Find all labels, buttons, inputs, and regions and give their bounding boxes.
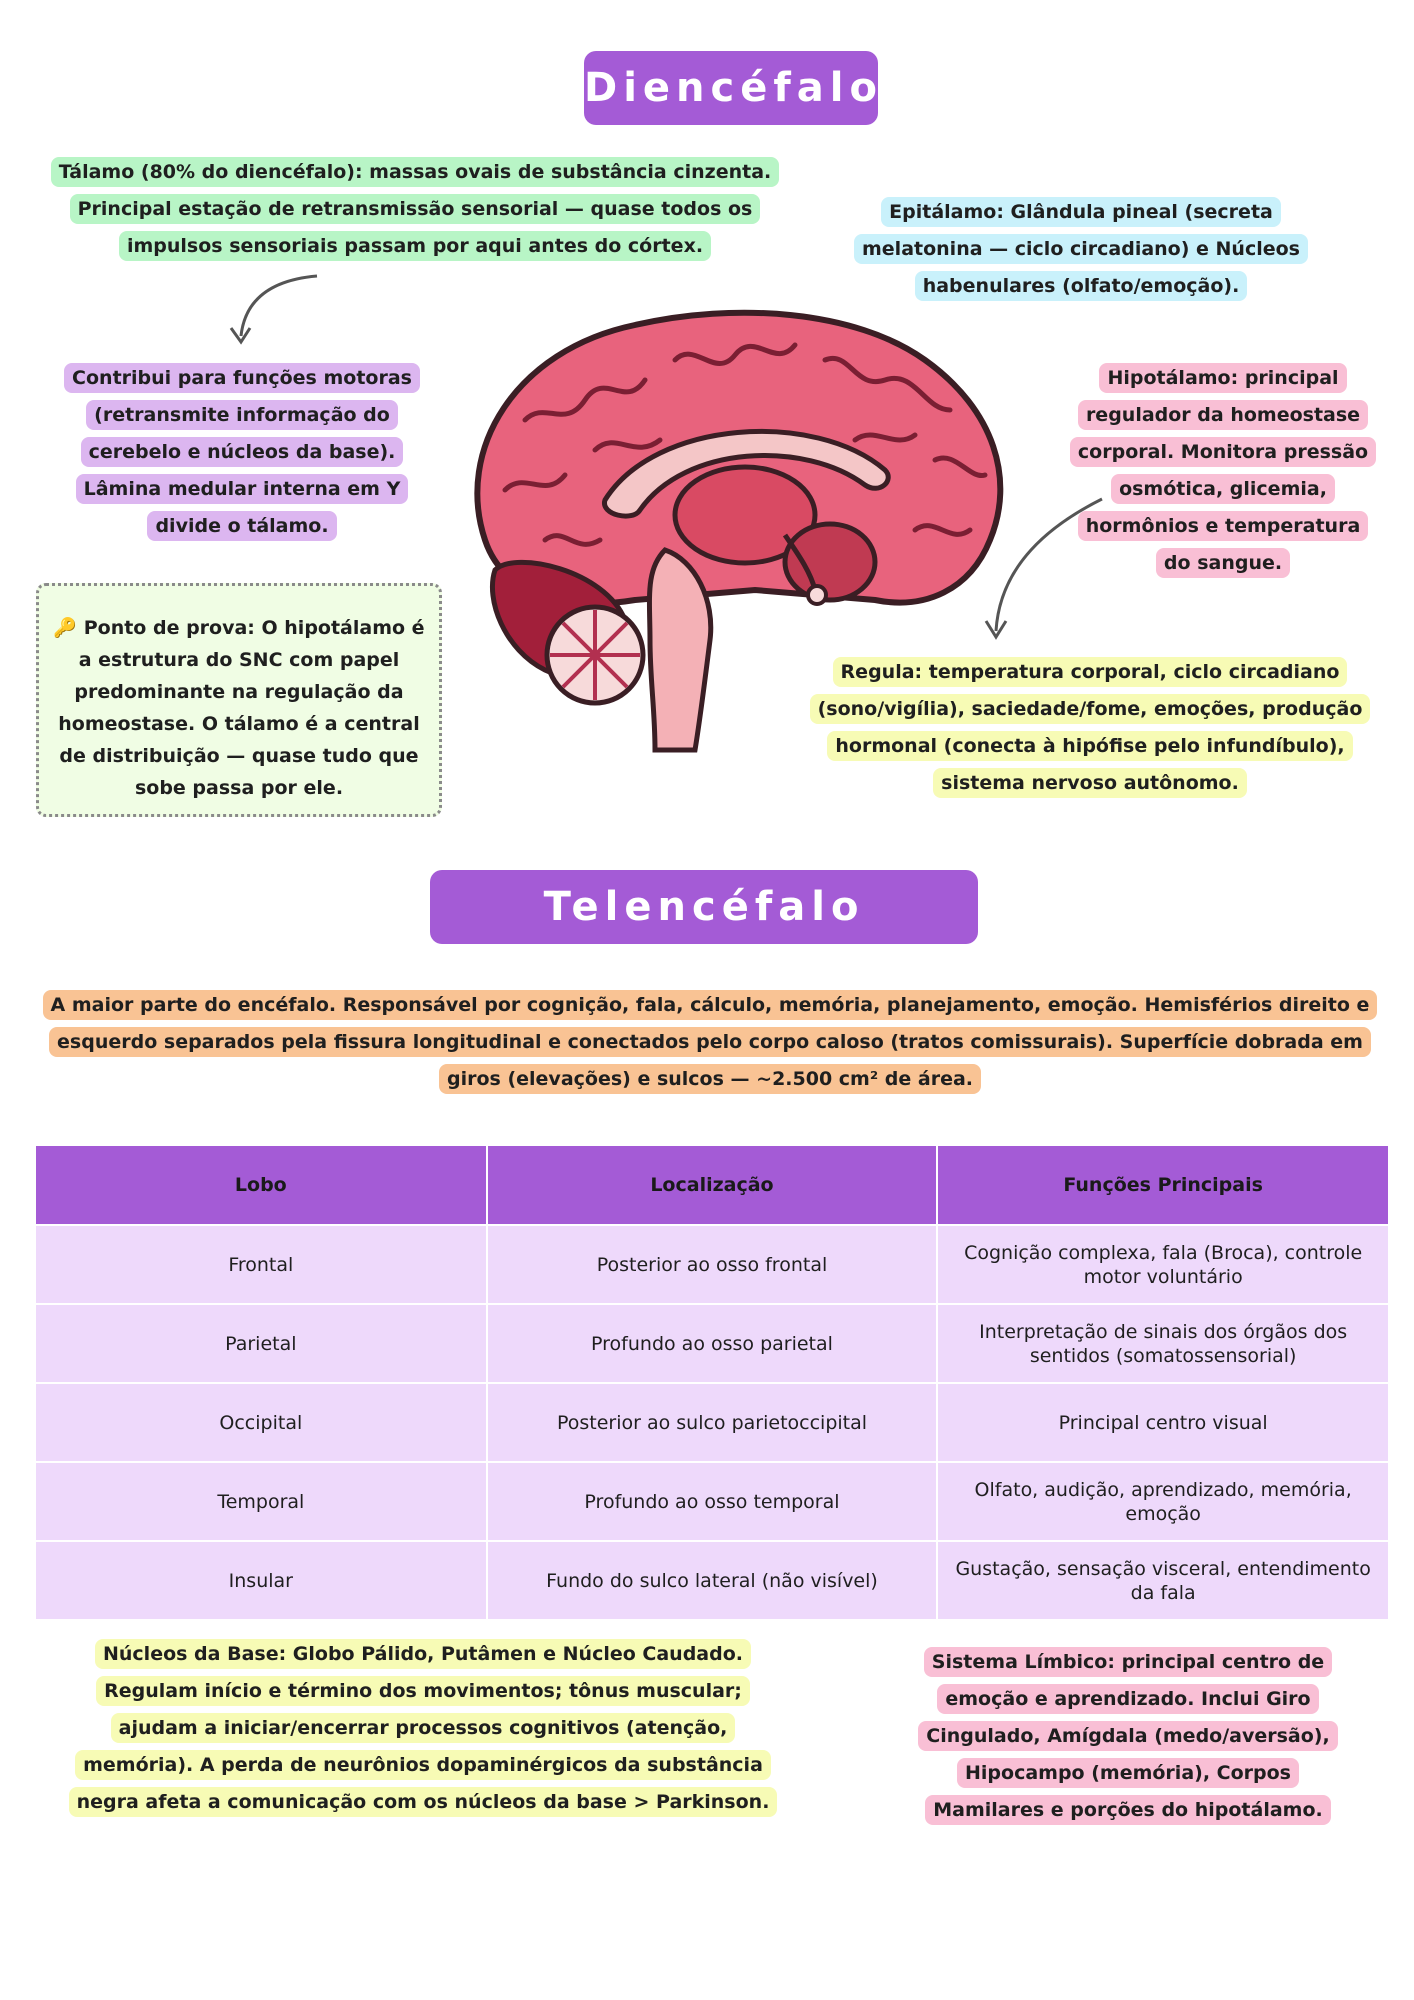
tip-box: 🔑 Ponto de prova: O hipotálamo é a estru… bbox=[36, 583, 442, 817]
telencefalo-title: Telencéfalo (Cérebro) bbox=[430, 870, 978, 1004]
table-cell: Cognição complexa, fala (Broca), control… bbox=[937, 1224, 1388, 1304]
hipotalamo-text: Hipotálamo: principal regulador da homeo… bbox=[1069, 363, 1377, 578]
table-header-cell: Funções Principais bbox=[937, 1146, 1388, 1225]
hipotalamo-regula-note: Regula: temperatura corporal, ciclo circ… bbox=[800, 654, 1380, 802]
talamo-note: Tálamo (80% do diencéfalo): massas ovais… bbox=[30, 154, 800, 265]
sistema-limbico-text: Sistema Límbico: principal centro de emo… bbox=[918, 1647, 1338, 1825]
curved-arrow-icon bbox=[984, 497, 1103, 640]
telencefalo-intro-text: A maior parte do encéfalo. Responsável p… bbox=[42, 990, 1378, 1094]
table-cell: Profundo ao osso temporal bbox=[486, 1461, 939, 1541]
table-cell: Posterior ao osso frontal bbox=[486, 1224, 939, 1304]
talamo-text: Tálamo (80% do diencéfalo): massas ovais… bbox=[50, 157, 780, 261]
table-cell: Principal centro visual bbox=[937, 1382, 1388, 1462]
brain-sagittal-illustration bbox=[474, 309, 1004, 753]
table-cell: Interpretação de sinais dos órgãos dos s… bbox=[937, 1303, 1388, 1383]
diencefalo-title: Diencéfalo bbox=[584, 51, 878, 125]
table-row: Insular Fundo do sulco lateral (não visí… bbox=[36, 1540, 1388, 1619]
curved-arrow-icon bbox=[229, 274, 318, 345]
lobes-table: Lobo Localização Funções Principais Fron… bbox=[36, 1146, 1388, 1619]
table-cell: Profundo ao osso parietal bbox=[486, 1303, 939, 1383]
table-cell: Frontal bbox=[36, 1224, 488, 1304]
telencefalo-intro: A maior parte do encéfalo. Responsável p… bbox=[40, 987, 1380, 1098]
nucleos-base-note: Núcleos da Base: Globo Pálido, Putâmen e… bbox=[58, 1636, 788, 1821]
regula-text: Regula: temperatura corporal, ciclo circ… bbox=[809, 657, 1371, 798]
table-cell: Temporal bbox=[36, 1461, 488, 1541]
talamo-motor-note: Contribui para funções motoras (retransm… bbox=[52, 360, 432, 545]
table-row: Temporal Profundo ao osso temporal Olfat… bbox=[36, 1461, 1388, 1541]
table-cell: Insular bbox=[36, 1540, 488, 1619]
table-header-cell: Lobo bbox=[36, 1146, 488, 1225]
hipotalamo-note: Hipotálamo: principal regulador da homeo… bbox=[1068, 360, 1378, 582]
nucleos-base-text: Núcleos da Base: Globo Pálido, Putâmen e… bbox=[68, 1639, 778, 1817]
tip-text: Ponto de prova: O hipotálamo é a estrutu… bbox=[58, 617, 425, 799]
table-cell: Gustação, sensação visceral, entendiment… bbox=[937, 1540, 1388, 1619]
table-row: Occipital Posterior ao sulco parietoccip… bbox=[36, 1382, 1388, 1462]
table-header-row: Lobo Localização Funções Principais bbox=[36, 1146, 1388, 1225]
table-cell: Olfato, audição, aprendizado, memória, e… bbox=[937, 1461, 1388, 1541]
table-cell: Parietal bbox=[36, 1303, 488, 1383]
table-header-cell: Localização bbox=[486, 1146, 939, 1225]
table-cell: Fundo do sulco lateral (não visível) bbox=[486, 1540, 939, 1619]
talamo-motor-text: Contribui para funções motoras (retransm… bbox=[64, 363, 420, 541]
key-icon: 🔑 bbox=[53, 617, 78, 639]
table-row: Frontal Posterior ao osso frontal Cogniç… bbox=[36, 1224, 1388, 1304]
sistema-limbico-note: Sistema Límbico: principal centro de emo… bbox=[908, 1644, 1348, 1829]
epitalamo-note: Epitálamo: Glândula pineal (secreta mela… bbox=[836, 194, 1326, 305]
epitalamo-text: Epitálamo: Glândula pineal (secreta mela… bbox=[854, 197, 1308, 301]
table-cell: Occipital bbox=[36, 1382, 488, 1462]
table-row: Parietal Profundo ao osso parietal Inter… bbox=[36, 1303, 1388, 1383]
table-cell: Posterior ao sulco parietoccipital bbox=[486, 1382, 939, 1462]
